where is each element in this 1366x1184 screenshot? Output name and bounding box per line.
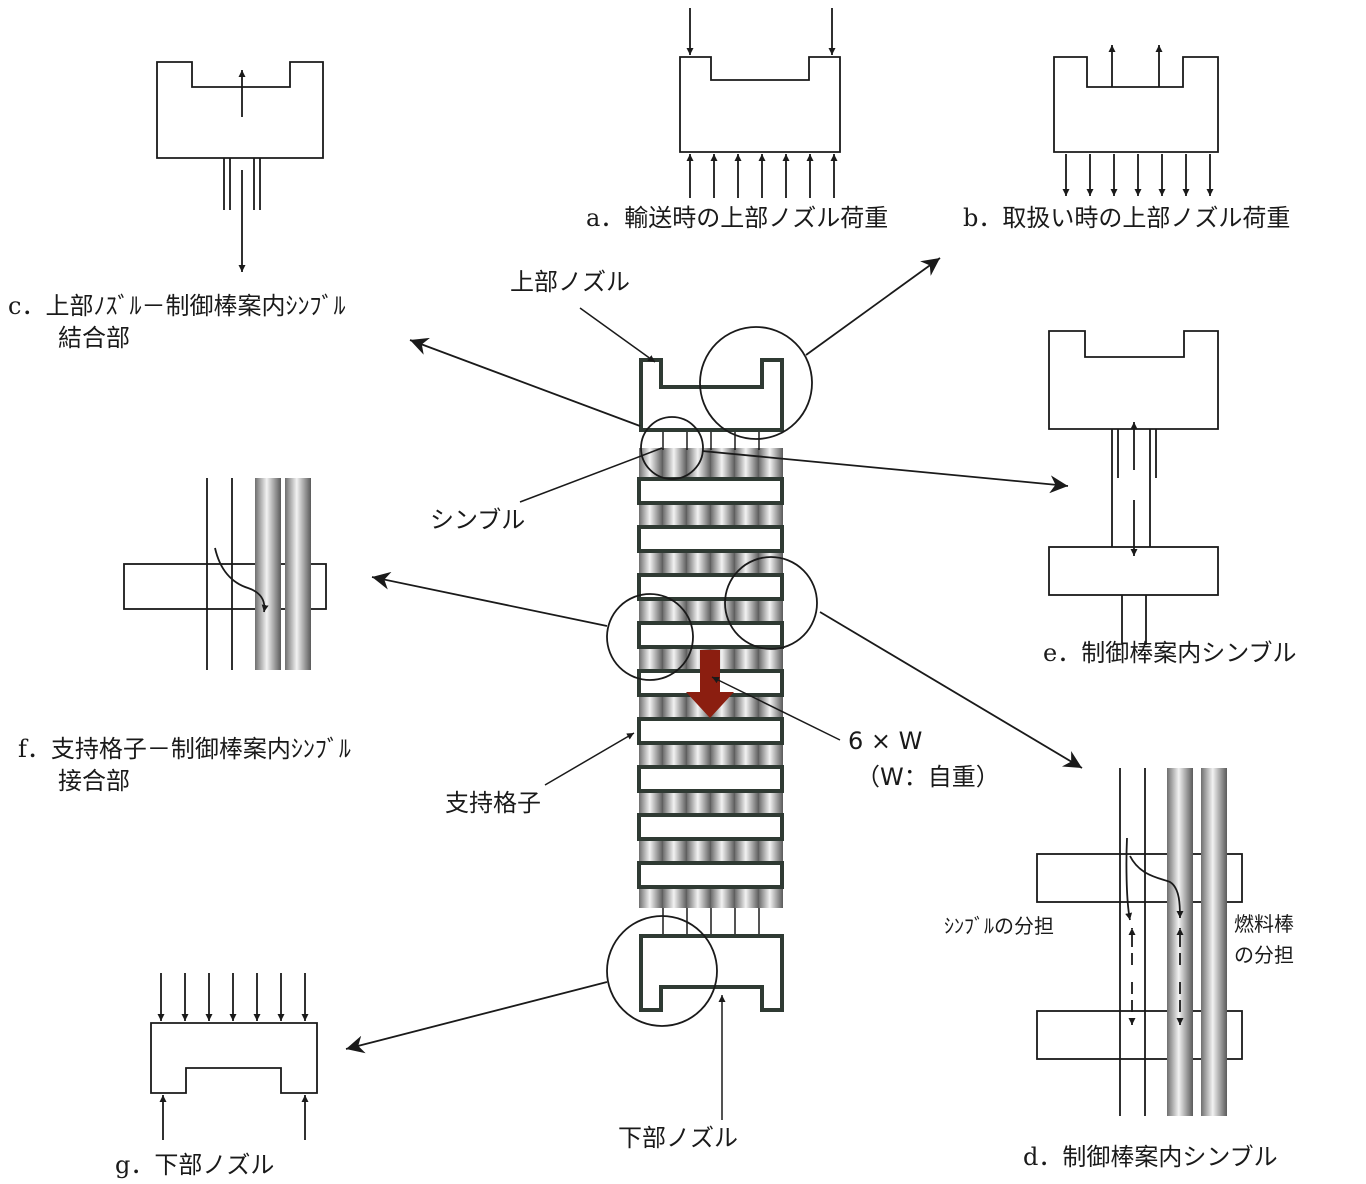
label-leaders [519,307,841,1120]
detail-circle-d [724,556,818,650]
detail-a [679,8,841,198]
detail-circles [606,326,818,1027]
bottom-nozzle [639,934,784,1012]
detail-circle-g [606,915,718,1027]
support-grid [637,861,784,889]
label-d: d．制御棒案内シンブル [1023,1143,1278,1171]
support-grid [637,477,784,505]
label-bottom-nozzle: 下部ノズル [618,1124,738,1152]
detail-c [156,61,324,272]
callout-arrow-g [345,981,608,1054]
detail-b [1053,45,1219,196]
label-f-line2: 接合部 [58,767,130,795]
label-fuel-rod-share-2: の分担 [1234,943,1294,967]
detail-circle-f [606,593,694,681]
load-arrow [686,650,734,718]
label-grid: 支持格子 [445,789,541,817]
detail-circle-b [699,326,813,440]
label-c-line2: 結合部 [58,324,130,352]
top-nozzle [639,358,784,432]
label-thimble-share: ｼﾝﾌﾞﾙの分担 [944,914,1054,938]
support-grid [637,717,784,745]
detail-f [123,478,327,670]
support-grid [637,525,784,553]
label-thimble: シンブル [430,506,526,534]
detail-circle-c [640,416,704,480]
callout-arrow-c [409,337,641,427]
detail-g [150,973,318,1140]
detail-d [1036,768,1243,1116]
callout-arrow-e [701,450,1069,494]
callout-arrow-d [819,611,1083,769]
label-g: g．下部ノズル [115,1151,275,1179]
label-top-nozzle: 上部ノズル [510,268,630,296]
support-grid [637,765,784,793]
label-c-line1: c．上部ﾉｽﾞﾙ－制御棒案内ｼﾝﾌﾞﾙ [8,292,346,320]
label-load: 6 × W [848,727,923,755]
support-grid [637,621,784,649]
label-e: e．制御棒案内シンブル [1043,639,1297,667]
support-grid [637,813,784,841]
callout-arrows [345,257,1083,1054]
callout-arrow-b [805,257,941,356]
detail-e [1048,330,1219,645]
label-load-note: （W：自重） [856,763,1000,791]
callout-arrow-f [371,571,608,627]
support-grid [637,573,784,601]
fuel-assembly [606,326,818,1027]
label-a: a．輸送時の上部ノズル荷重 [586,204,889,232]
label-b: b．取扱い時の上部ノズル荷重 [963,204,1291,232]
label-f-line1: f．支持格子－制御棒案内ｼﾝﾌﾞﾙ [18,735,351,763]
label-fuel-rod-share-1: 燃料棒 [1234,912,1294,936]
